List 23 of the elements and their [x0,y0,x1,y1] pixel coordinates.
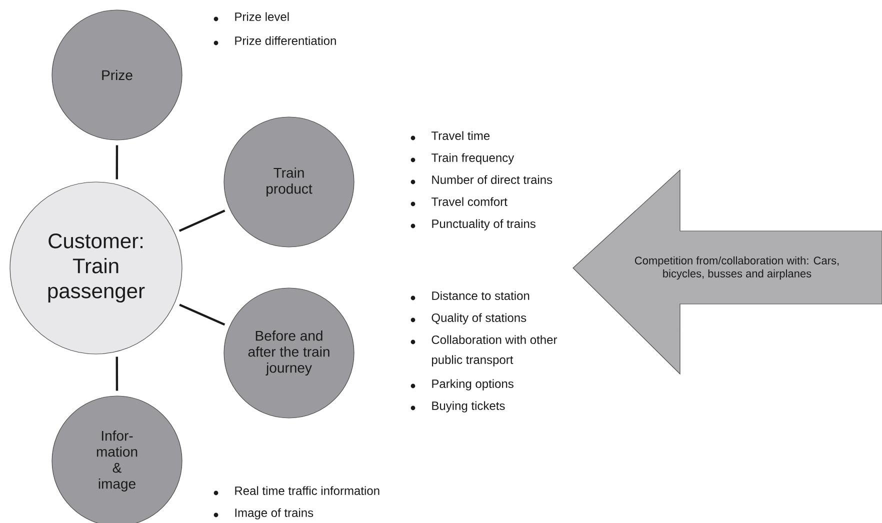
bullet-item: Distance to station [410,291,530,300]
bullet-item: Image of trains [214,508,314,520]
circle-node: Customer: Train passenger [10,182,182,354]
bullet-item: Travel comfort [410,197,508,206]
bullet-item: Number of direct trains [410,175,552,184]
bullet-item: Collaboration with other public transport [410,335,558,366]
bullet-item: Train frequency [410,153,514,164]
connector-line [178,210,226,232]
circle-node: Before and after the train journey [224,288,354,418]
circle-node: Train product [224,116,354,248]
connector-line [179,304,226,326]
bullet-item: Prize differentiation [214,36,336,46]
bullet-item: Travel time [410,131,490,140]
bullet-item: Parking options [410,379,514,390]
bullet-item: Prize level [214,12,289,22]
bullet-item: Quality of stations [410,313,526,324]
connector-line [116,356,118,391]
connector-line [116,145,118,180]
circle-node: Prize [52,10,182,140]
bullet-item: Buying tickets [410,401,505,412]
bullet-item: Punctuality of trains [410,219,536,230]
circle-node: Infor-mation & image [52,396,182,523]
bullet-item: Real time traffic information [214,486,380,496]
